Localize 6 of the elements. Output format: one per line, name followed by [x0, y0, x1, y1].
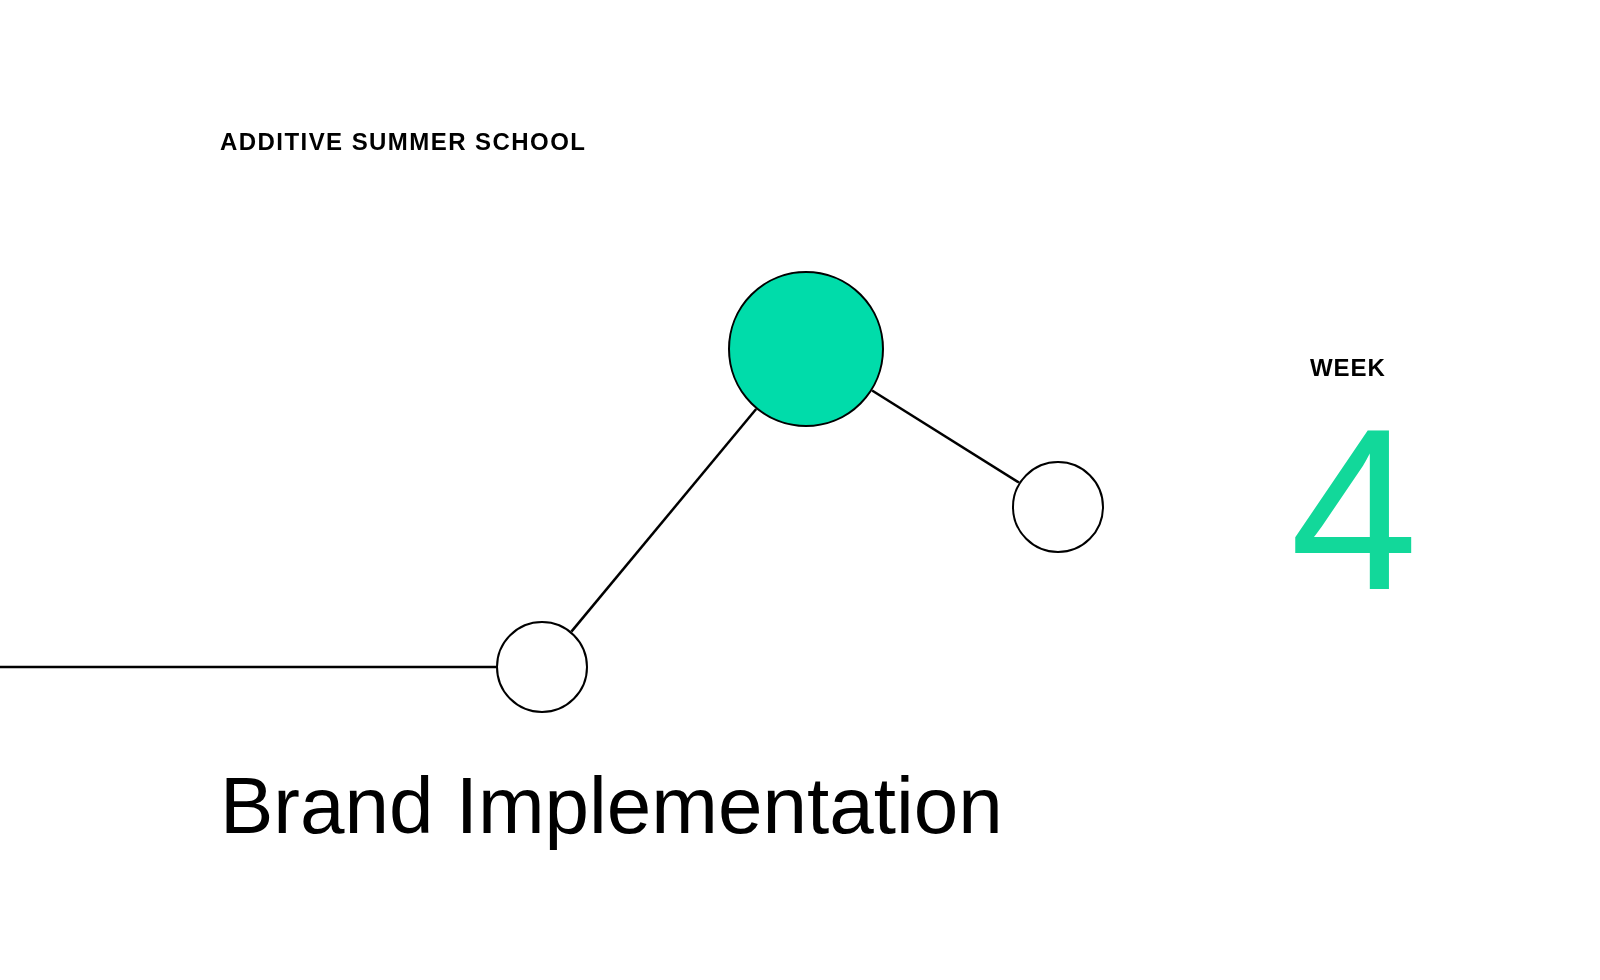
connector-line — [0, 665, 496, 669]
label-text: ADDITIVE SUMMER SCHOOL — [220, 127, 587, 157]
week-number: 4 — [1290, 395, 1418, 625]
connector-line — [570, 408, 758, 633]
label-text: WEEK — [1310, 353, 1386, 383]
connector-line — [871, 389, 1020, 484]
